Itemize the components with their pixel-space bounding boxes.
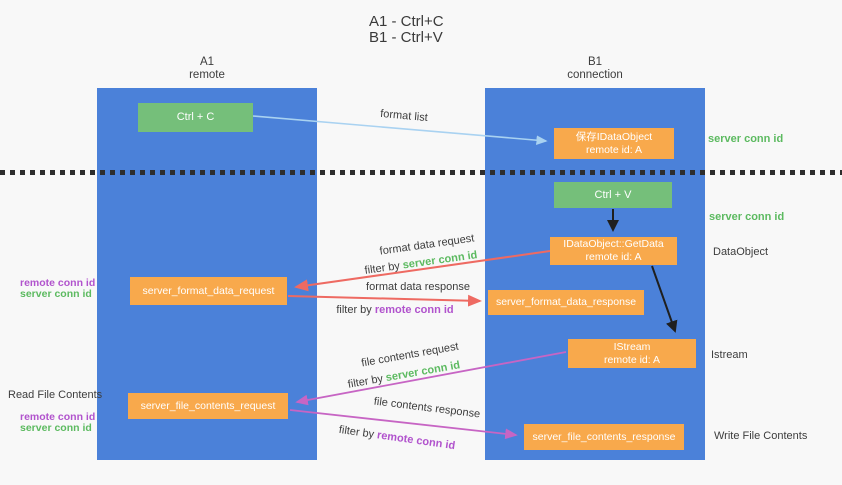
lane-header-b1: B1 connection <box>485 56 705 82</box>
annotation-server-conn-id-top: server conn id <box>708 133 784 145</box>
filter-by-text: filter by <box>338 423 375 441</box>
remote-conn-id-label: remote conn id <box>20 277 96 289</box>
getdata-line1: IDataObject::GetData <box>563 238 664 250</box>
remote-conn-id-text: remote conn id <box>376 429 456 453</box>
node-save-idataobject: 保存IDataObject remote id: A <box>554 128 674 159</box>
title-line-1: A1 - Ctrl+C <box>369 13 444 30</box>
getdata-line2: remote id: A <box>585 251 642 263</box>
node-istream: IStream remote id: A <box>568 339 696 368</box>
lane-a1-role: remote <box>189 69 225 81</box>
istream-line2: remote id: A <box>603 353 661 366</box>
filter-by-text: filter by <box>363 260 401 277</box>
annotation-conn-ids-bottom: remote conn id server conn id <box>20 412 95 433</box>
node-ctrl-c: Ctrl + C <box>138 103 253 132</box>
annotation-server-conn-id-mid: server conn id <box>709 211 785 223</box>
lane-header-a1: A1 remote <box>97 56 317 82</box>
annotation-dataobject: DataObject <box>713 246 769 258</box>
save-idataobject-line1: 保存IDataObject <box>575 130 653 143</box>
annotation-conn-ids-top: remote conn id server conn id <box>20 278 95 299</box>
node-server-format-data-response: server_format_data_response <box>488 290 644 315</box>
ctrl-v-label: Ctrl + V <box>594 188 632 201</box>
filter-by-text: filter by <box>336 304 372 316</box>
diagram-title: A1 - Ctrl+C B1 - Ctrl+V <box>369 14 444 46</box>
label-format-list: format list <box>379 107 429 125</box>
label-filter-by-remote-conn-id-2: filter byremote conn id <box>338 424 456 452</box>
arrow-file-contents-response <box>289 409 518 440</box>
format-response-label: server_format_data_response <box>495 296 637 308</box>
title-line-2: B1 - Ctrl+V <box>369 29 443 46</box>
server-conn-id-label: server conn id <box>20 421 92 434</box>
lane-a1-id: A1 <box>199 56 215 68</box>
istream-line1: IStream <box>613 340 651 353</box>
annotation-istream: Istream <box>711 349 748 361</box>
lane-b1-role: connection <box>567 69 623 81</box>
label-file-contents-response: file contents response <box>373 395 481 421</box>
node-server-file-contents-request: server_file_contents_request <box>128 393 288 419</box>
save-idataobject-line2: remote id: A <box>585 143 643 156</box>
remote-conn-id-text: remote conn id <box>374 304 454 316</box>
node-server-format-data-request: server_format_data_request <box>130 277 287 305</box>
annotation-write-file-contents: Write File Contents <box>714 430 808 442</box>
server-conn-id-label: server conn id <box>20 287 92 300</box>
annotation-read-file-contents: Read File Contents <box>8 389 103 401</box>
lane-b1-id: B1 <box>587 56 603 68</box>
label-format-data-response: format data response <box>366 281 470 293</box>
filter-by-text: filter by <box>346 372 384 391</box>
format-request-label: server_format_data_request <box>142 284 275 297</box>
session-divider <box>0 170 842 175</box>
node-server-file-contents-response: server_file_contents_response <box>524 424 684 450</box>
node-ctrl-v: Ctrl + V <box>554 182 672 208</box>
file-request-label: server_file_contents_request <box>140 399 276 412</box>
file-response-label: server_file_contents_response <box>532 430 676 443</box>
node-idataobject-getdata: IDataObject::GetData remote id: A <box>550 237 677 265</box>
remote-conn-id-label: remote conn id <box>20 411 96 423</box>
ctrl-c-label: Ctrl + C <box>176 111 215 123</box>
